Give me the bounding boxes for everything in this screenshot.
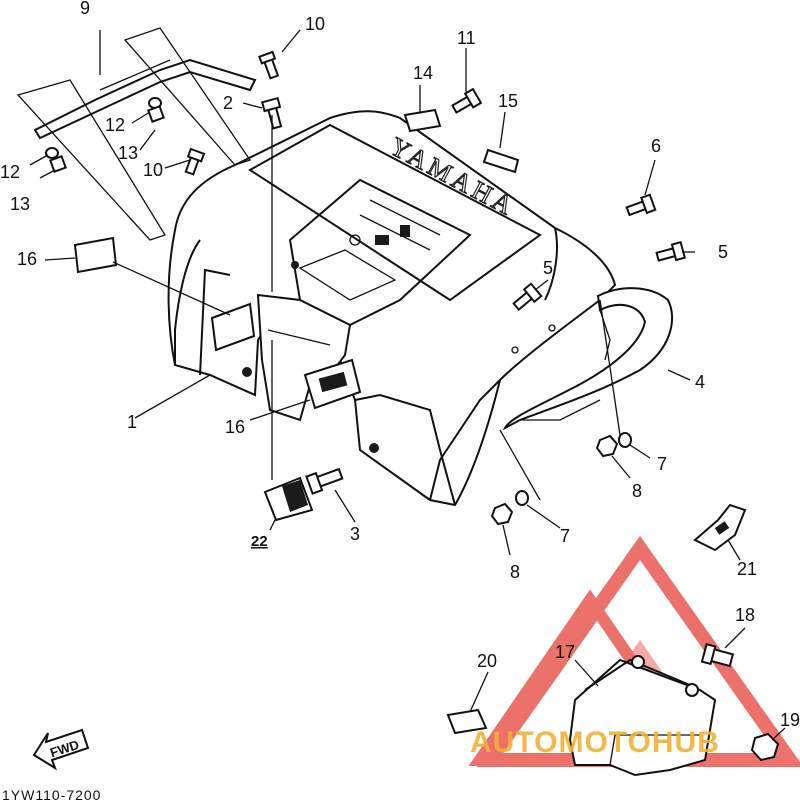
trim-rails bbox=[16, 27, 257, 241]
callout-17: 17 bbox=[555, 642, 575, 662]
bracket-clip bbox=[693, 503, 747, 552]
callout-11: 11 bbox=[457, 28, 476, 48]
callout-5-right: 5 bbox=[718, 242, 728, 262]
callout-4: 4 bbox=[695, 372, 705, 392]
callout-6: 6 bbox=[651, 136, 661, 156]
callout-12-upper: 12 bbox=[105, 115, 125, 135]
callout-19: 19 bbox=[780, 710, 800, 730]
callout-16-center: 16 bbox=[225, 417, 245, 437]
drawing-code: 1YW110-7200 bbox=[2, 787, 101, 803]
rear-cover bbox=[568, 655, 717, 777]
callout-3: 3 bbox=[350, 524, 360, 544]
callout-10-top: 10 bbox=[305, 14, 325, 34]
label-plate-left bbox=[73, 236, 256, 352]
callout-15: 15 bbox=[498, 91, 518, 111]
callout-7-lower: 7 bbox=[560, 526, 570, 546]
callout-13-lower: 13 bbox=[10, 194, 30, 214]
callout-12-lower: 12 bbox=[0, 162, 20, 182]
callout-7-upper: 7 bbox=[657, 454, 667, 474]
callout-1: 1 bbox=[127, 412, 137, 432]
callout-8-upper: 8 bbox=[632, 481, 642, 501]
mud-flap-bracket bbox=[263, 476, 314, 522]
callout-18: 18 bbox=[735, 605, 755, 625]
callout-8-lower: 8 bbox=[510, 562, 520, 582]
leader-lines bbox=[29, 29, 786, 741]
fasteners bbox=[45, 50, 780, 762]
callout-14: 14 bbox=[413, 63, 433, 83]
callout-20: 20 bbox=[477, 651, 497, 671]
callout-22: 22 bbox=[251, 533, 268, 550]
watermark-text: AUTOMOTOHUB bbox=[470, 726, 720, 759]
rubber-pad bbox=[446, 708, 488, 735]
callout-13-upper: 13 bbox=[118, 143, 138, 163]
callout-9: 9 bbox=[80, 0, 90, 18]
rear-fender: YAMAHA bbox=[167, 110, 617, 507]
callout-5-mid: 5 bbox=[543, 258, 553, 278]
callout-16-left: 16 bbox=[17, 249, 37, 269]
callout-2: 2 bbox=[223, 93, 233, 113]
callout-21: 21 bbox=[737, 559, 757, 579]
callout-10-left: 10 bbox=[143, 160, 163, 180]
label-plate-center bbox=[303, 358, 362, 410]
callout-labels: 1 2 3 4 5 5 6 7 7 8 8 9 10 10 11 12 12 1… bbox=[0, 0, 800, 730]
forward-arrow: FWD bbox=[32, 728, 90, 771]
